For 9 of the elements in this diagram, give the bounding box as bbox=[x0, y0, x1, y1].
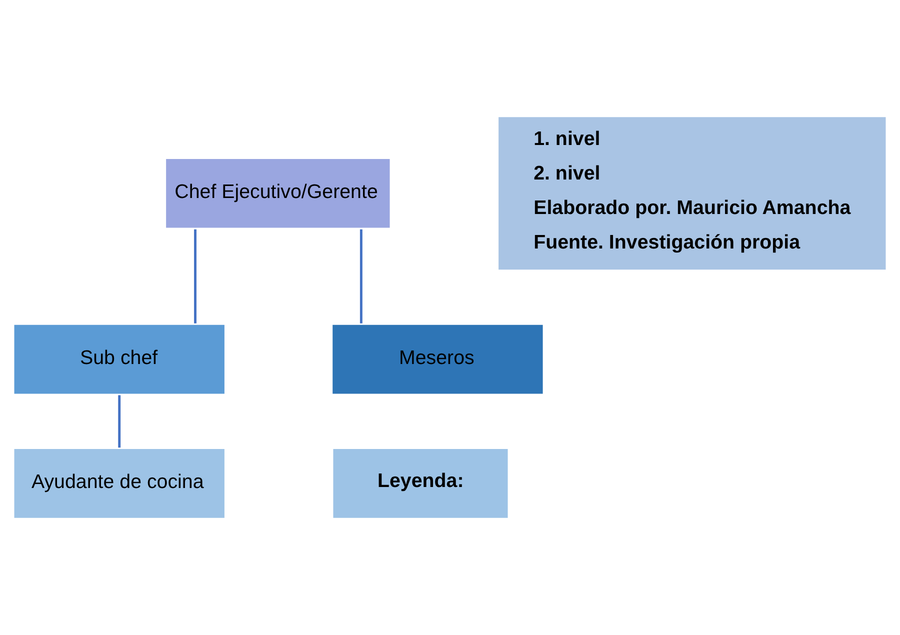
node-box: Chef Ejecutivo/Gerente bbox=[164, 156, 392, 230]
connector bbox=[118, 395, 121, 448]
node-box: Leyenda: bbox=[330, 446, 510, 520]
node-box: Meseros bbox=[330, 322, 546, 396]
connector bbox=[194, 229, 196, 324]
node-box: Ayudante de cocina bbox=[12, 446, 227, 520]
connector bbox=[360, 229, 362, 324]
node-box: 1. nivel 2. nivel Elaborado por. Mauricio Amancha Fuente. Investigación propia bbox=[496, 114, 888, 272]
node-box: Sub chef bbox=[12, 322, 227, 396]
